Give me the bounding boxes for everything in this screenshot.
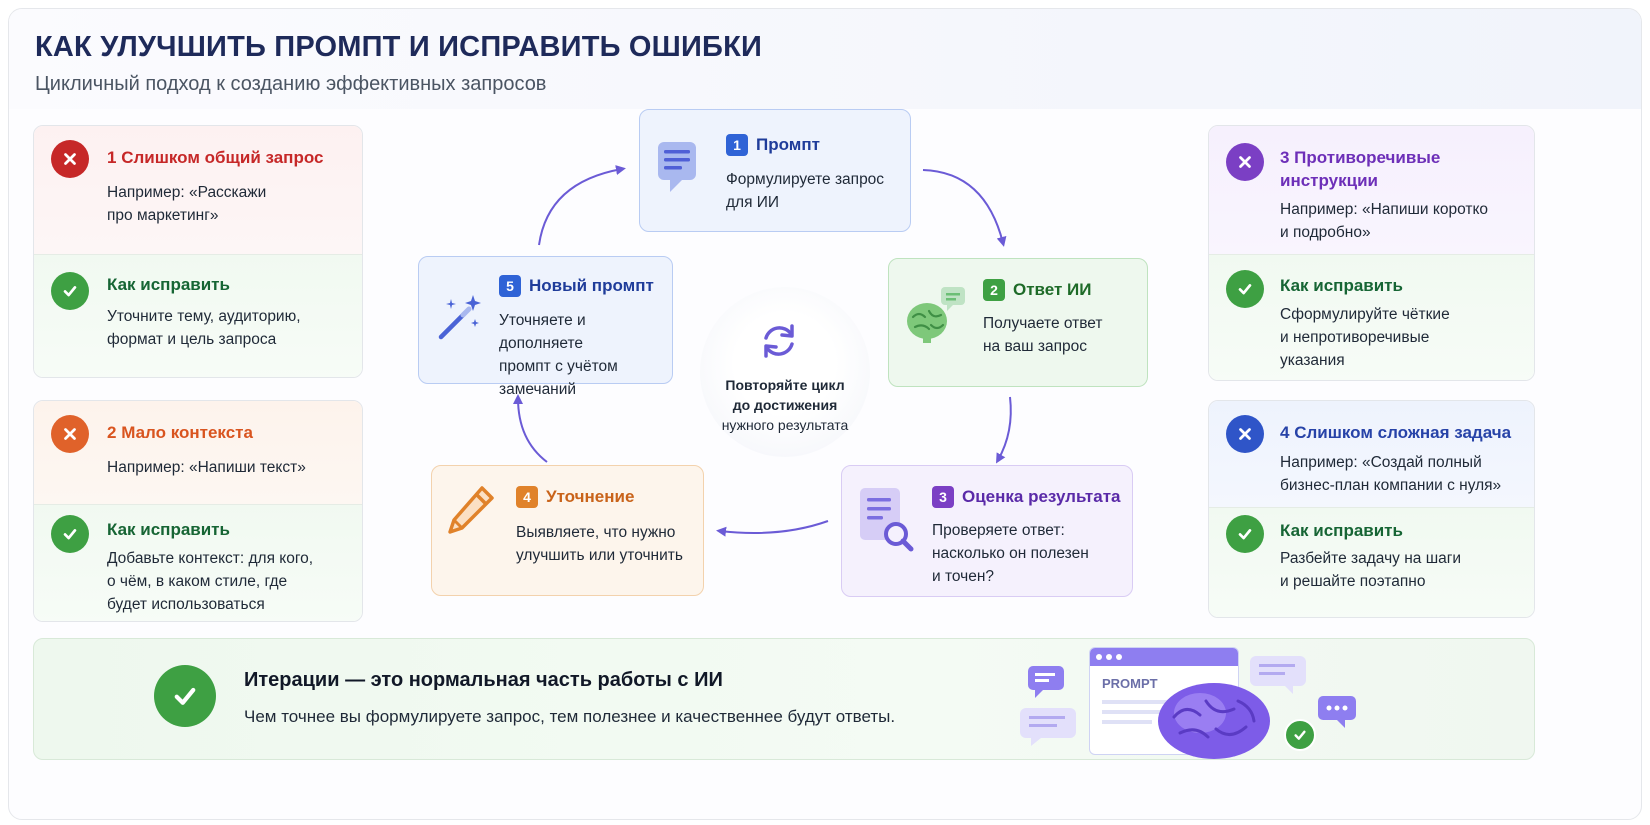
mistake-4-fix-text: Разбейте задачу на шаги и решайте поэтап…	[1280, 550, 1462, 590]
prompt-window-titlebar	[1090, 648, 1238, 666]
brain-icon	[1158, 683, 1270, 759]
mistake-3-fix-title: Как исправить	[1280, 276, 1403, 295]
error-x-icon	[51, 415, 89, 453]
mistake-card-2-problem	[34, 401, 362, 504]
mistake-card-1-fix	[34, 254, 362, 377]
mistake-1-example: Например: «Расскажи про маркетинг»	[107, 184, 267, 224]
mistake-4-fix-title: Как исправить	[1280, 521, 1403, 540]
window-dot	[1096, 654, 1102, 660]
page-subtitle: Цикличный подход к созданию эффективных …	[35, 73, 547, 95]
bottom-text: Чем точнее вы формулируете запрос, тем п…	[244, 707, 896, 726]
error-x-icon	[51, 140, 89, 178]
prompt-label: PROMPT	[1102, 676, 1158, 691]
error-x-icon	[1226, 143, 1264, 181]
step-1-number: 1	[726, 134, 748, 156]
mistake-1-title: 1 Слишком общий запрос	[107, 148, 324, 167]
mistake-4-title: 4 Слишком сложная задача	[1280, 423, 1512, 442]
step-1-text: Формулируете запрос для ИИ	[726, 171, 885, 211]
mistake-card-2: 2 Мало контекста Например: «Напиши текст…	[33, 400, 363, 622]
prompt-line	[1102, 720, 1152, 724]
refresh-icon	[764, 324, 794, 358]
magic-wand-icon	[438, 295, 481, 340]
mistake-3-fix-text: Сформулируйте чёткие и непротиворечивые …	[1280, 306, 1450, 369]
chat-bubble-icon	[1318, 696, 1356, 728]
step-5-number: 5	[499, 275, 521, 297]
prompt-line	[1102, 710, 1162, 714]
mistake-card-3-problem	[1209, 126, 1534, 254]
prompt-line	[1102, 700, 1172, 704]
step-4-number: 4	[516, 486, 538, 508]
chat-bubble-icon	[1028, 666, 1064, 698]
mistake-2-fix-title: Как исправить	[107, 520, 230, 539]
document-search-icon	[860, 488, 914, 552]
error-x-icon	[1226, 415, 1264, 453]
center-caption: Повторяйте цикл до достижения нужного ре…	[721, 377, 849, 433]
brain-icon	[907, 287, 965, 343]
mistake-card-4-problem	[1209, 401, 1534, 507]
mistake-card-3: 3 Противоречивые инструкции Например: «Н…	[1208, 125, 1535, 381]
mistake-card-3-fix	[1209, 254, 1534, 380]
mistake-1-fix-text: Уточните тему, аудиторию, формат и цель …	[107, 308, 301, 348]
window-dot	[1106, 654, 1112, 660]
check-icon	[1226, 270, 1264, 308]
check-icon	[1226, 515, 1264, 553]
check-icon	[51, 515, 89, 553]
mistake-1-fix-title: Как исправить	[107, 275, 230, 294]
center-circle	[700, 287, 870, 457]
mistake-card-4: 4 Слишком сложная задача Например: «Созд…	[1208, 400, 1535, 618]
pencil-icon	[448, 486, 494, 534]
mistake-card-1-problem	[34, 126, 362, 254]
step-2-number: 2	[983, 279, 1005, 301]
check-icon	[154, 665, 216, 727]
mistake-3-title: 3 Противоречивые инструкции	[1280, 148, 1441, 190]
step-3-text: Проверяете ответ: насколько он полезен и…	[932, 522, 1089, 585]
chat-bubble-icon	[1020, 708, 1076, 746]
mistake-2-example: Например: «Напиши текст»	[107, 459, 306, 476]
mistake-card-4-fix	[1209, 507, 1534, 617]
check-icon	[51, 272, 89, 310]
step-5-text: Уточняете и дополняете промпт с учётом з…	[499, 312, 618, 398]
window-dot	[1116, 654, 1122, 660]
page-title: КАК УЛУЧШИТЬ ПРОМПТ И ИСПРАВИТЬ ОШИБКИ	[35, 31, 763, 63]
step-3-number: 3	[932, 486, 954, 508]
mistake-4-example: Например: «Создай полный бизнес-план ком…	[1280, 454, 1502, 494]
mistake-card-2-fix	[34, 504, 362, 621]
mistake-2-fix-text: Добавьте контекст: для кого, о чём, в ка…	[107, 550, 314, 613]
mistake-3-example: Например: «Напиши коротко и подробно»	[1280, 201, 1489, 241]
chat-bubble-icon	[1250, 656, 1306, 694]
step-4-text: Выявляете, что нужно улучшить или уточни…	[516, 524, 683, 564]
step-2-text: Получаете ответ на ваш запрос	[983, 315, 1103, 355]
mistake-2-title: 2 Мало контекста	[107, 423, 253, 442]
chat-document-icon	[658, 142, 696, 192]
bottom-title: Итерации — это нормальная часть работы с…	[244, 669, 723, 691]
header-band	[9, 9, 1641, 109]
bottom-summary: Итерации — это нормальная часть работы с…	[33, 638, 1535, 760]
check-icon	[1284, 719, 1316, 751]
mistake-card-1: 1 Слишком общий запрос Например: «Расска…	[33, 125, 363, 378]
